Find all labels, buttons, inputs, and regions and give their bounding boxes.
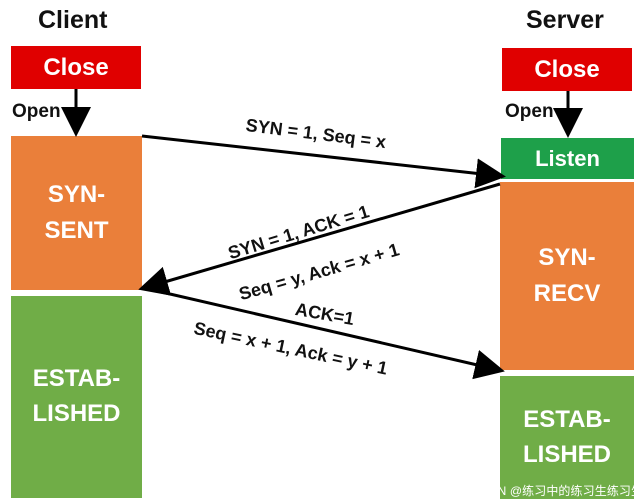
watermark: CSDN @练习中的练习生练习生 bbox=[472, 484, 638, 498]
client-established-state: ESTAB- LISHED bbox=[11, 296, 142, 498]
server-listen-state: Listen bbox=[501, 138, 634, 179]
ack-arrow bbox=[143, 286, 505, 380]
server-title: Server bbox=[526, 6, 604, 34]
client-close-state: Close bbox=[11, 46, 141, 89]
server-open-label: Open bbox=[505, 101, 554, 122]
server-established-state: ESTAB- LISHED bbox=[500, 376, 634, 499]
client-syn-sent-state: SYN- SENT bbox=[11, 136, 142, 290]
server-close-state: Close bbox=[502, 48, 632, 91]
syn-arrow bbox=[141, 134, 506, 189]
server-syn-recv-state: SYN- RECV bbox=[500, 182, 634, 370]
client-title: Client bbox=[38, 6, 108, 34]
client-open-label: Open bbox=[12, 101, 61, 122]
syn-ack-arrow bbox=[138, 182, 501, 296]
